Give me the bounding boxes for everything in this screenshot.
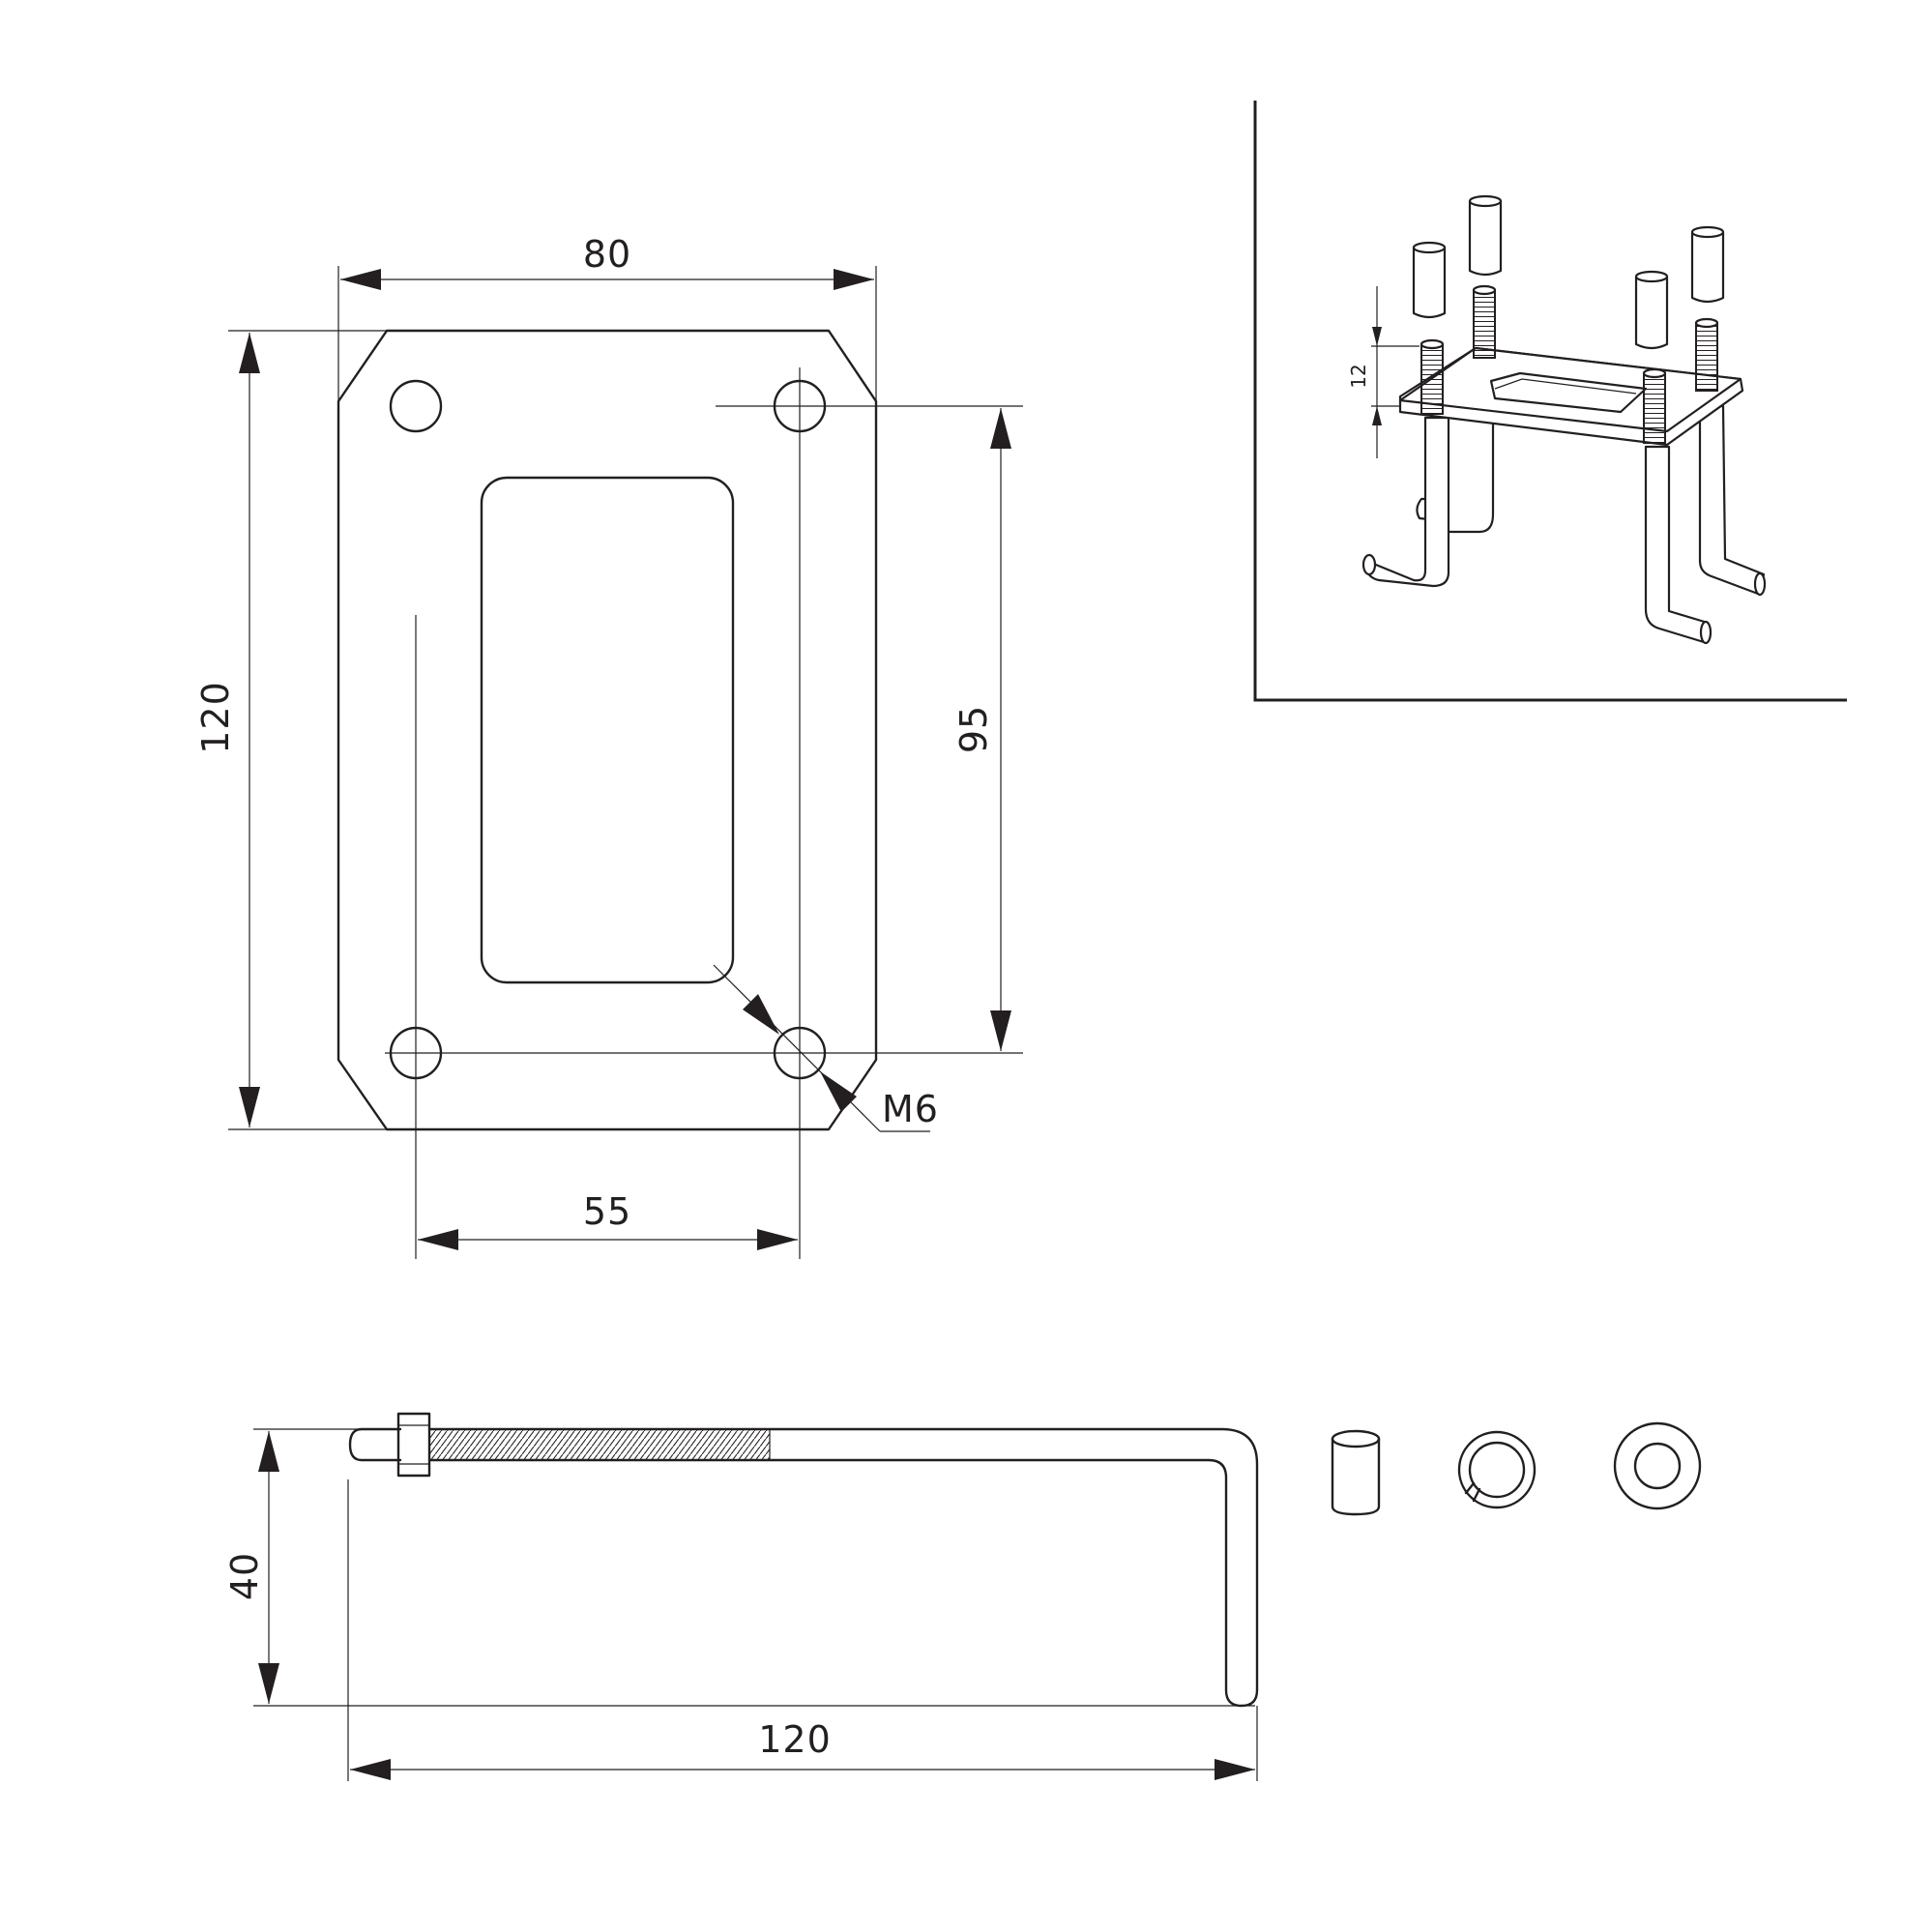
dim-hole-spacing-horizontal-label: 55 (583, 1190, 631, 1233)
isometric-inset: 12 (1253, 101, 1847, 702)
iso-sleeves (1412, 194, 1725, 350)
hardware-parts (1331, 1421, 1702, 1516)
spacer-sleeve (1331, 1429, 1381, 1516)
dim-plate-height-label: 120 (194, 681, 237, 754)
dim-plate-width-label: 80 (583, 233, 631, 276)
flat-washer (1613, 1421, 1702, 1510)
bolt-view: 40 120 (223, 1412, 1259, 1781)
dim-bolt-length: 120 (350, 1718, 1255, 1780)
dim-hook-depth-label: 40 (223, 1552, 266, 1600)
inset-frame (1253, 101, 1847, 702)
plate-center-cutout (480, 476, 735, 984)
hole-thread-callout: M6 (713, 964, 939, 1132)
dim-thread-height: 12 (1347, 286, 1420, 458)
anchor-bolt (427, 1427, 1259, 1708)
spring-washer (1457, 1430, 1537, 1509)
dim-plate-height: 120 (194, 333, 260, 1127)
bolt-nut (396, 1412, 431, 1478)
mount-hole-top-left (389, 379, 443, 433)
plate-outline (337, 329, 878, 1131)
dim-thread-height-label: 12 (1347, 364, 1370, 388)
dim-hole-spacing-horizontal: 55 (418, 1190, 798, 1250)
dim-hook-depth: 40 (223, 1431, 279, 1704)
dim-hole-spacing-vertical-label: 95 (952, 705, 995, 753)
dim-plate-width: 80 (340, 233, 874, 290)
dim-hole-spacing-vertical: 95 (952, 408, 1011, 1051)
plate-view: 80 120 95 55 M6 (194, 233, 1023, 1259)
hole-thread-label: M6 (882, 1088, 939, 1130)
dim-bolt-length-label: 120 (758, 1718, 832, 1761)
